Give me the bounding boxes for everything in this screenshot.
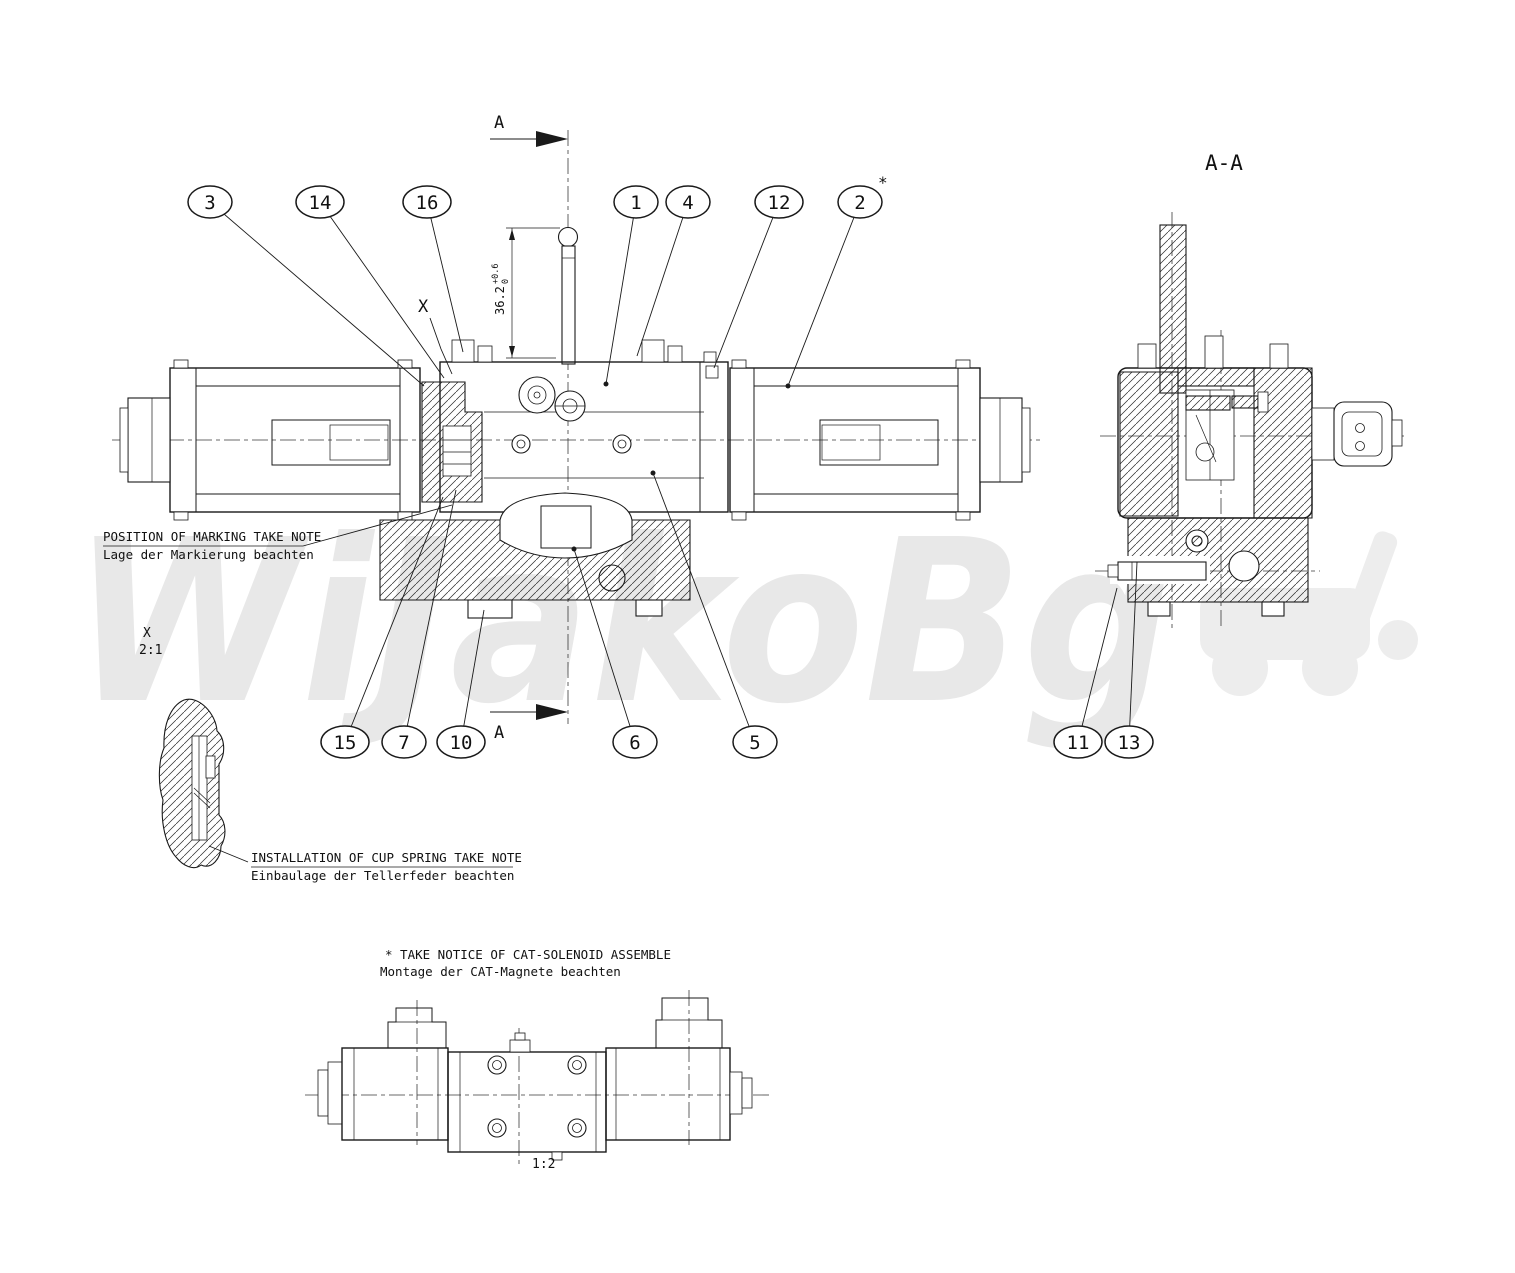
note-marking-en: POSITION OF MARKING TAKE NOTE	[103, 529, 321, 544]
lever-shaft	[1159, 224, 1187, 394]
callout-2-asterisk: *	[878, 173, 888, 192]
note-cup-spring-en: INSTALLATION OF CUP SPRING TAKE NOTE	[251, 850, 522, 865]
watermark-tractor-graphic	[1200, 531, 1418, 696]
leader-lines	[209, 201, 1138, 743]
section-arrow-label-bottom: A	[494, 723, 504, 743]
actuator-rod	[557, 226, 579, 365]
note-cup-spring-de: Einbaulage der Tellerfeder beachten	[251, 868, 514, 883]
bottom-center-block	[447, 1032, 607, 1161]
manifold-block	[379, 492, 691, 619]
dimension-tol-upper: +0.6	[491, 264, 501, 284]
detail-x-marker: X	[418, 297, 453, 375]
callout-3-label: 3	[204, 192, 215, 214]
dimension-value: 36.2	[493, 286, 507, 315]
callout-11-label: 11	[1067, 732, 1090, 754]
callout-13: 13	[1104, 725, 1154, 759]
callout-7: 7	[381, 725, 427, 759]
note-solenoid-de: Montage der CAT-Magnete beachten	[380, 964, 621, 979]
section-arrow-label-top: A	[494, 113, 504, 133]
electrical-connector	[1311, 401, 1403, 467]
bottom-right-solenoid	[605, 997, 753, 1141]
callout-2-label: 2	[854, 192, 865, 214]
bottom-view-scale: 1:2	[532, 1157, 555, 1172]
callout-12-label: 12	[768, 192, 791, 214]
dimension-tol-lower: 0	[501, 279, 511, 284]
detail-view-x: X 2:1	[139, 626, 226, 869]
valve-body	[421, 339, 729, 513]
callout-4-label: 4	[682, 192, 693, 214]
right-solenoid	[729, 359, 1031, 521]
callout-7-label: 7	[398, 732, 409, 754]
callout-3: 3	[187, 185, 233, 219]
section-bottom-block	[1107, 517, 1309, 617]
callout-5: 5	[732, 725, 778, 759]
callout-14: 14	[295, 185, 345, 219]
note-marking: POSITION OF MARKING TAKE NOTE Lage der M…	[103, 504, 453, 562]
callout-6: 6	[612, 725, 658, 759]
section-view-aa: A-A	[1107, 151, 1403, 617]
callout-12: 12	[754, 185, 804, 219]
callout-1: 1	[613, 185, 659, 219]
main-view: X	[119, 226, 1031, 619]
note-solenoid: * TAKE NOTICE OF CAT-SOLENOID ASSEMBLE M…	[380, 947, 671, 979]
bottom-left-solenoid	[317, 1007, 449, 1141]
detail-x-marker-label: X	[418, 297, 429, 317]
callout-11: 11	[1053, 725, 1103, 759]
callout-15-label: 15	[334, 732, 357, 754]
callout-16-label: 16	[416, 192, 439, 214]
callout-5-label: 5	[749, 732, 760, 754]
section-view-label: A-A	[1205, 151, 1243, 175]
callout-2: 2 *	[837, 173, 888, 219]
note-cup-spring: INSTALLATION OF CUP SPRING TAKE NOTE Ein…	[208, 845, 522, 883]
left-solenoid	[119, 359, 421, 521]
callout-16: 16	[402, 185, 452, 219]
detail-view-scale: 2:1	[139, 643, 162, 658]
note-solenoid-en: * TAKE NOTICE OF CAT-SOLENOID ASSEMBLE	[385, 947, 671, 962]
detail-view-label: X	[143, 626, 151, 641]
note-marking-de: Lage der Markierung beachten	[103, 547, 314, 562]
callout-1-label: 1	[630, 192, 641, 214]
callout-6-label: 6	[629, 732, 640, 754]
section-mechanism	[1185, 389, 1269, 481]
callout-14-label: 14	[309, 192, 332, 214]
section-cut-top: A	[490, 113, 568, 147]
dimension-36-2: 36.2 +0.6 0	[491, 227, 560, 359]
callout-15: 15	[320, 725, 370, 759]
scale-view-1-2: 1:2	[317, 997, 753, 1172]
section-cut-bottom: A	[490, 704, 568, 743]
callout-10: 10	[436, 725, 486, 759]
callout-13-label: 13	[1118, 732, 1141, 754]
callout-10-label: 10	[450, 732, 473, 754]
callout-4: 4	[665, 185, 711, 219]
